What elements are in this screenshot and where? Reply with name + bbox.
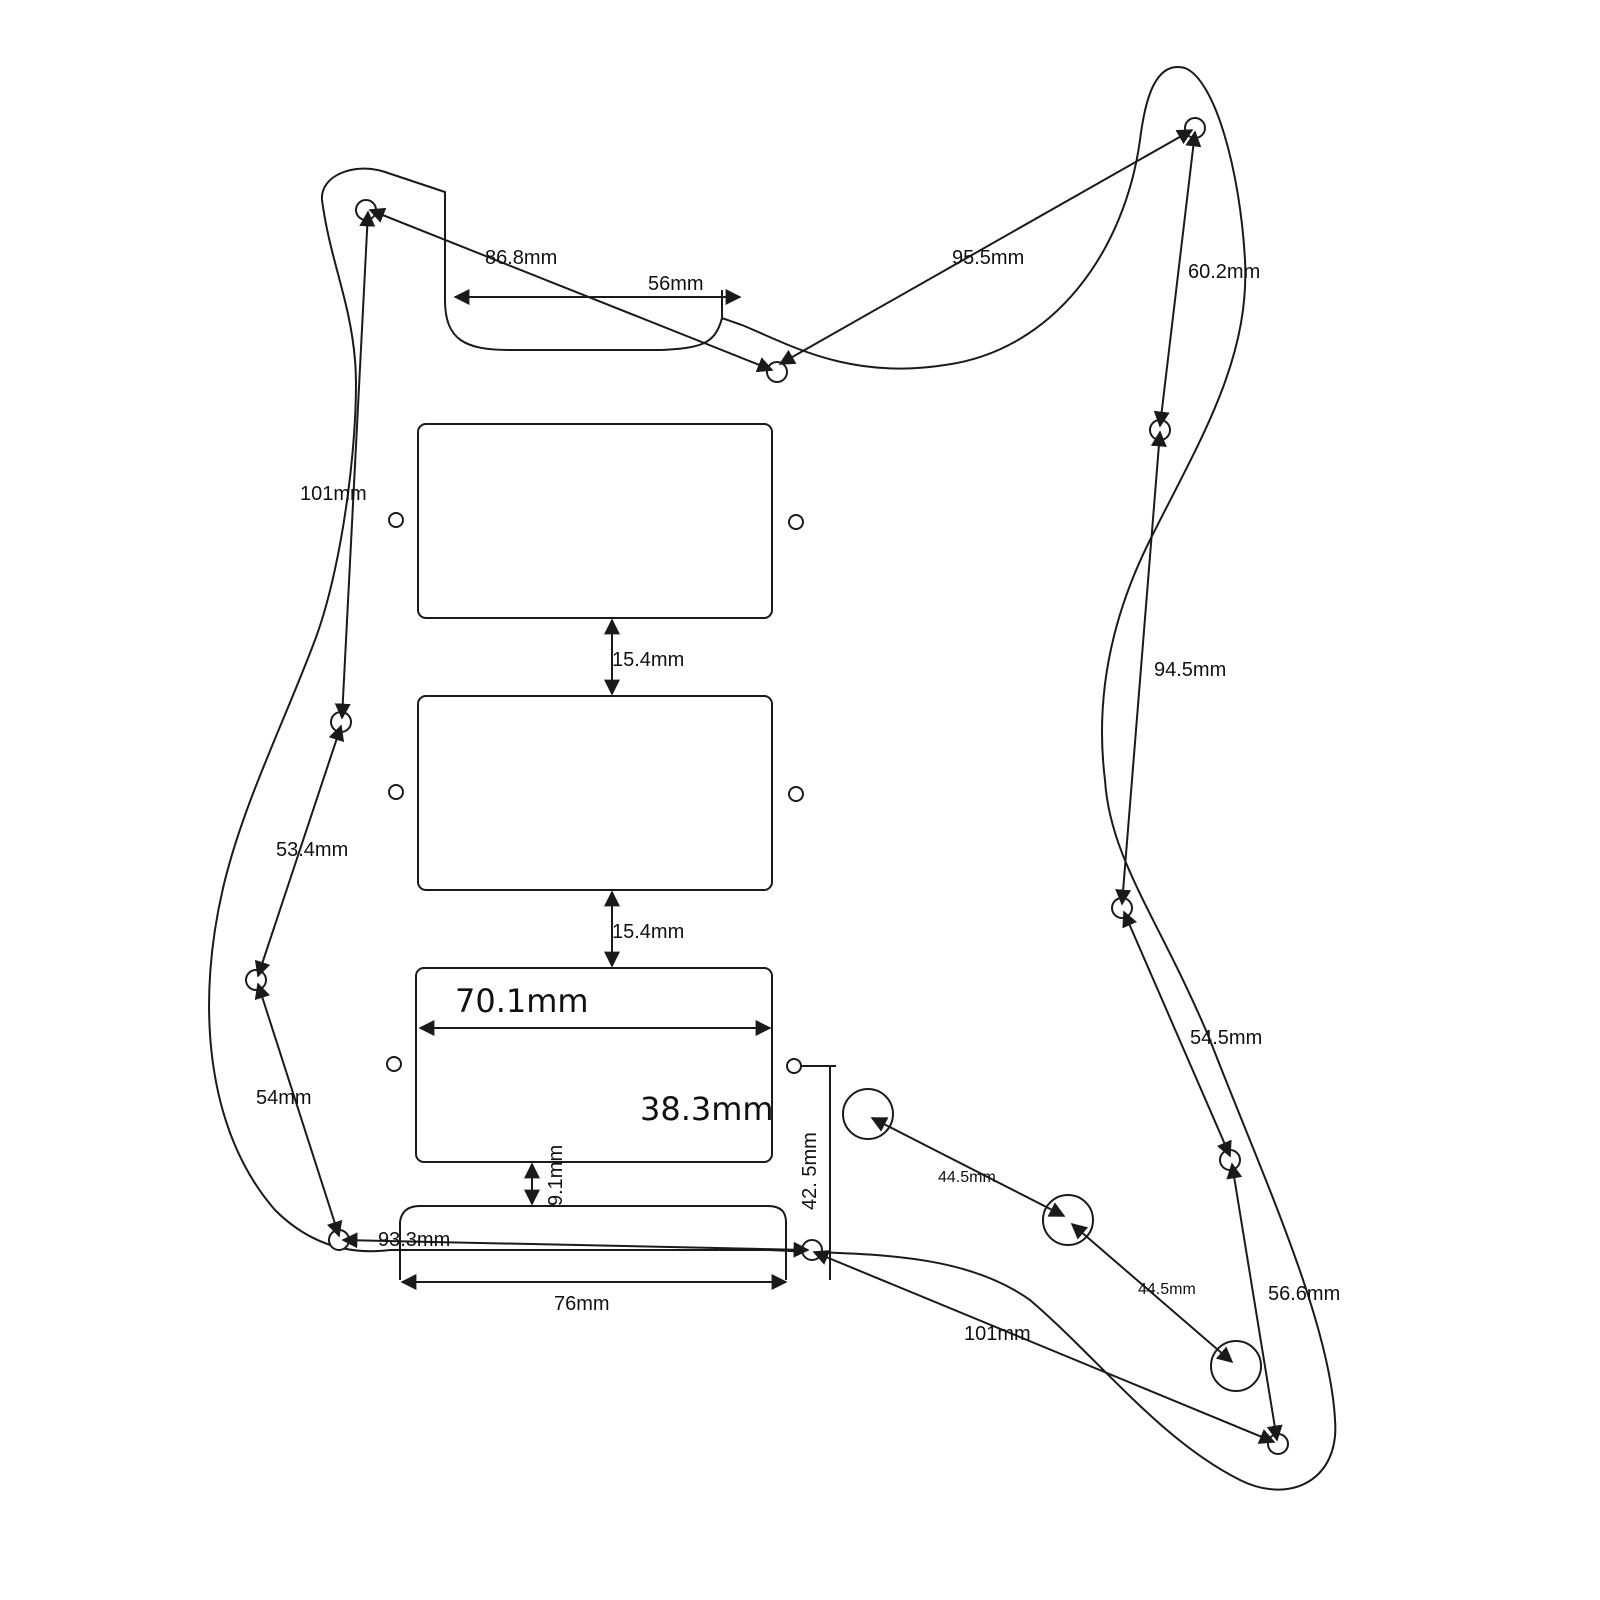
dim-label: 54mm bbox=[256, 1087, 312, 1109]
dim-line bbox=[254, 982, 343, 1238]
screw-hole bbox=[766, 361, 788, 383]
pickup-cutout-neck bbox=[417, 423, 773, 619]
screw-hole bbox=[355, 199, 377, 221]
dim-label: 44.5mm bbox=[1138, 1281, 1196, 1298]
dim-label: 38.3mm bbox=[640, 1090, 774, 1128]
screw-hole bbox=[245, 969, 267, 991]
dimension-lines bbox=[254, 129, 1283, 1444]
dim-label: 56.6mm bbox=[1268, 1283, 1340, 1305]
pickup-hole bbox=[388, 784, 404, 800]
control-hole bbox=[1042, 1194, 1094, 1246]
screw-hole bbox=[1267, 1433, 1289, 1455]
dim-label: 44.5mm bbox=[938, 1169, 996, 1186]
dim-line bbox=[334, 210, 376, 720]
dim-label: 42. 5mm bbox=[799, 1132, 821, 1210]
dim-line bbox=[1153, 130, 1202, 428]
dim-label: 101mm bbox=[964, 1323, 1031, 1345]
dim-line bbox=[778, 129, 1194, 365]
dim-label: 86.8mm bbox=[485, 247, 557, 269]
control-hole bbox=[1210, 1340, 1262, 1392]
dim-line bbox=[368, 207, 774, 373]
dim-label: 70.1mm bbox=[455, 982, 589, 1020]
control-hole bbox=[842, 1088, 894, 1140]
bottom-cutout bbox=[399, 1205, 787, 1280]
dim-label: 9.1mm bbox=[545, 1145, 567, 1206]
pickup-cutout-middle bbox=[417, 695, 773, 891]
pickup-hole bbox=[388, 512, 404, 528]
dim-label: 93.3mm bbox=[378, 1229, 450, 1251]
screw-hole bbox=[1219, 1149, 1241, 1171]
dim-label: 53.4mm bbox=[276, 839, 348, 861]
dim-label: 94.5mm bbox=[1154, 659, 1226, 681]
dim-label: 101mm bbox=[300, 483, 367, 505]
dimension-labels: 86.8mm 56mm 95.5mm 60.2mm 101mm 15.4mm 1… bbox=[256, 247, 1340, 1345]
dim-line bbox=[812, 1250, 1276, 1444]
pickup-hole bbox=[786, 1058, 802, 1074]
dim-line bbox=[870, 1117, 1066, 1217]
dim-line bbox=[1122, 910, 1232, 1158]
dim-label: 56mm bbox=[648, 273, 704, 295]
dim-label: 95.5mm bbox=[952, 247, 1024, 269]
pickup-cutout-bridge bbox=[415, 967, 773, 1163]
pickup-mounting-holes bbox=[386, 512, 804, 1074]
pickup-hole bbox=[788, 786, 804, 802]
dim-label: 76mm bbox=[554, 1293, 610, 1315]
dim-label: 15.4mm bbox=[612, 921, 684, 943]
dim-label: 54.5mm bbox=[1190, 1027, 1262, 1049]
dim-line bbox=[1115, 430, 1167, 906]
dim-line bbox=[341, 1232, 810, 1258]
pickup-hole bbox=[386, 1056, 402, 1072]
dim-label: 15.4mm bbox=[612, 649, 684, 671]
dim-line bbox=[254, 724, 345, 978]
dim-label: 60.2mm bbox=[1188, 261, 1260, 283]
pickup-hole bbox=[788, 514, 804, 530]
